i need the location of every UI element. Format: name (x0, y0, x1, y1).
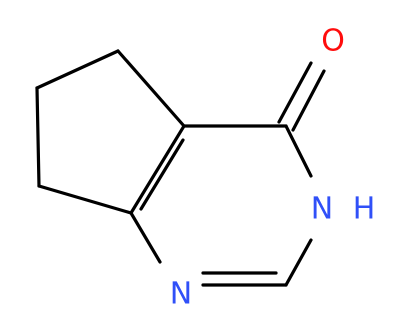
bond-c8-c7a (37, 184, 133, 215)
bond-carbonyl-b (291, 69, 326, 132)
oxygen-atom-label: O (321, 24, 345, 59)
bond-n1-c7a (129, 211, 162, 264)
nitrogen-atom-label: N (170, 277, 192, 312)
bond-c4a-c7a (129, 124, 186, 215)
nh-hydrogen-label: H (353, 192, 376, 227)
nh-nitrogen-atom-label: N (311, 192, 333, 227)
bond-n3-c2 (284, 238, 313, 287)
bond-carbonyl-a (277, 61, 313, 124)
bond-c6-c5 (116, 49, 186, 128)
bond-c7-c8 (35, 86, 41, 188)
bond-c4-n3 (284, 124, 313, 178)
bond-c4a-c7a-inner (139, 138, 185, 211)
bond-c7-c6 (35, 49, 120, 90)
